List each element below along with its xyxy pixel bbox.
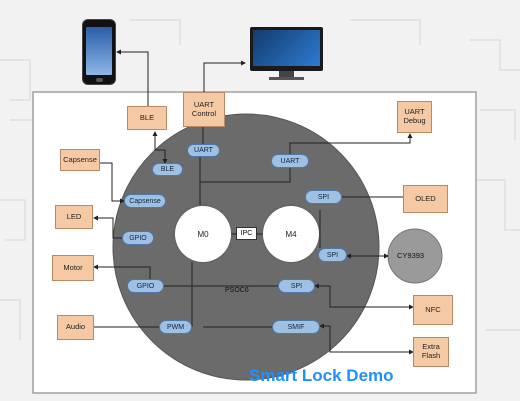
- ble-pill: BLE: [152, 163, 183, 176]
- uart-pill-right-label: UART: [280, 157, 300, 165]
- spi-oled-pill: SPI: [305, 190, 342, 204]
- pwm-pill: PWM: [159, 320, 192, 334]
- uart-control-label-2: Control: [191, 108, 217, 118]
- capsense-pill: Capsense: [124, 194, 166, 208]
- uart-pill-top-label: UART: [194, 147, 213, 154]
- audio-box: Audio: [57, 315, 94, 340]
- extra-flash-label-2: Flash: [421, 351, 441, 360]
- connector-nfc: [314, 283, 414, 310]
- gpio-led-pill-label: GPIO: [129, 234, 147, 242]
- ble-module-box: BLE: [127, 106, 167, 130]
- nfc-label: NFC: [425, 304, 441, 314]
- m0-core-label: M0: [197, 229, 209, 239]
- monitor-stand: [279, 71, 294, 77]
- led-label: LED: [66, 211, 82, 221]
- uart-debug-label-1: UART: [404, 107, 425, 117]
- connector-monitor-uart: [203, 60, 246, 92]
- ble-pill-label: BLE: [160, 166, 175, 173]
- m4-core: M4: [263, 206, 319, 262]
- uart-debug-label-2: Debug: [403, 116, 426, 125]
- monitor-base: [269, 77, 304, 80]
- pwm-pill-label: PWM: [166, 323, 185, 331]
- gpio-led-pill: GPIO: [122, 231, 154, 245]
- diagram-title: Smart Lock Demo: [249, 366, 394, 385]
- uart-pill-top: UART: [187, 144, 220, 157]
- connector-capsense: [100, 162, 125, 204]
- connector-phone-ble: [116, 49, 151, 111]
- spi-cy-pill-label: SPI: [326, 251, 339, 259]
- motor-box: Motor: [52, 255, 94, 281]
- oled-box: OLED: [403, 185, 448, 213]
- extra-flash-box: Extra Flash: [413, 337, 449, 367]
- uart-control-box: UART Control: [183, 92, 225, 127]
- spi-nfc-pill: SPI: [278, 279, 315, 293]
- capsense-pill-label: Capsense: [129, 197, 161, 205]
- led-box: LED: [55, 205, 93, 229]
- connector-ble: [152, 131, 168, 164]
- spi-nfc-pill-label: SPI: [290, 282, 303, 290]
- connector-led: [93, 215, 122, 239]
- smif-pill-label: SMIF: [287, 323, 305, 331]
- uart-control-label-1: UART: [193, 99, 215, 109]
- gpio-motor-pill-label: GPIO: [136, 282, 155, 290]
- uart-debug-box: UART Debug: [397, 101, 432, 133]
- oled-label: OLED: [415, 193, 436, 203]
- smif-pill: SMIF: [272, 320, 320, 334]
- ble-module-label: BLE: [139, 112, 155, 122]
- psoc6-label: PSOC6: [225, 287, 249, 294]
- connector-flash: [319, 323, 414, 355]
- audio-label: Audio: [65, 322, 86, 332]
- smartphone-icon: [82, 19, 116, 85]
- capsense-module-label: Capsense: [63, 154, 97, 164]
- m0-core: M0: [175, 206, 231, 262]
- nfc-box: NFC: [413, 295, 453, 325]
- monitor-icon: [250, 27, 323, 71]
- extra-flash-label-1: Extra: [422, 342, 440, 352]
- gpio-motor-pill: GPIO: [127, 279, 164, 293]
- m4-core-label: M4: [285, 229, 297, 239]
- capsense-module-box: Capsense: [60, 149, 100, 171]
- psoc6-chip: [112, 113, 380, 381]
- ipc-box: IPC: [236, 227, 257, 240]
- spi-oled-pill-label: SPI: [317, 193, 330, 201]
- cy9393-label: CY9393: [397, 251, 425, 260]
- connector-motor: [93, 264, 151, 281]
- motor-label: Motor: [63, 262, 83, 272]
- bus-internal-1: [199, 157, 291, 183]
- connector-uart-debug: [289, 133, 413, 154]
- spi-cy-pill: SPI: [318, 248, 347, 262]
- ipc-label: IPC: [240, 230, 253, 237]
- uart-pill-right: UART: [271, 154, 309, 168]
